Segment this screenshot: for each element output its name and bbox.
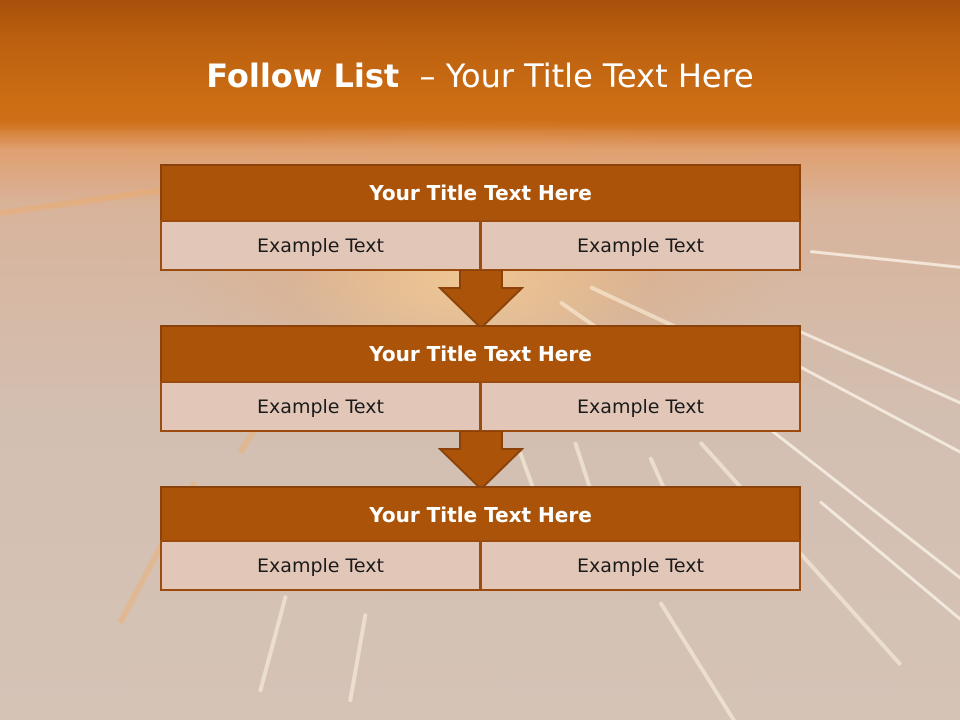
step-2-right-text[interactable]: Example Text (480, 381, 801, 432)
down-arrow-icon (438, 270, 524, 330)
down-arrow-icon (438, 431, 524, 491)
step-1-left-text[interactable]: Example Text (160, 220, 481, 271)
step-2-title[interactable]: Your Title Text Here (160, 325, 801, 383)
step-3-left-text[interactable]: Example Text (160, 540, 481, 591)
title-rest: – Your Title Text Here (399, 57, 754, 95)
step-1-right-text[interactable]: Example Text (480, 220, 801, 271)
step-2-left-text[interactable]: Example Text (160, 381, 481, 432)
step-3-right-text[interactable]: Example Text (480, 540, 801, 591)
title-band (0, 0, 960, 130)
step-3-title[interactable]: Your Title Text Here (160, 486, 801, 544)
step-1-title[interactable]: Your Title Text Here (160, 164, 801, 222)
title-bold: Follow List (206, 57, 400, 95)
slide-title: Follow List – Your Title Text Here (0, 56, 960, 96)
